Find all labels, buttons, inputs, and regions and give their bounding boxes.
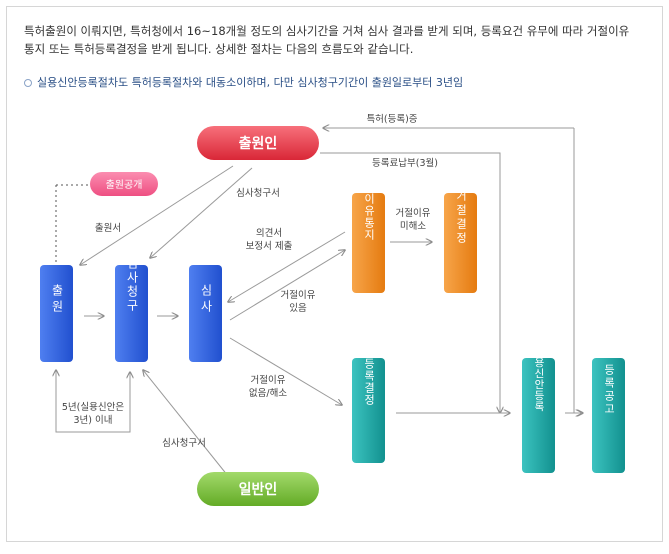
utility-model-note: 실용신안등록절차도 특허등록절차와 대동소이하며, 다만 심사청구기간이 출원일… (24, 74, 463, 90)
note-bullet-icon (24, 79, 32, 87)
intro-paragraph: 특허출원이 이뤄지면, 특허청에서 16~18개월 정도의 심사기간을 거쳐 심… (24, 24, 630, 56)
note-text: 실용신안등록절차도 특허등록절차와 대동소이하며, 다만 심사청구기간이 출원일… (37, 76, 464, 89)
